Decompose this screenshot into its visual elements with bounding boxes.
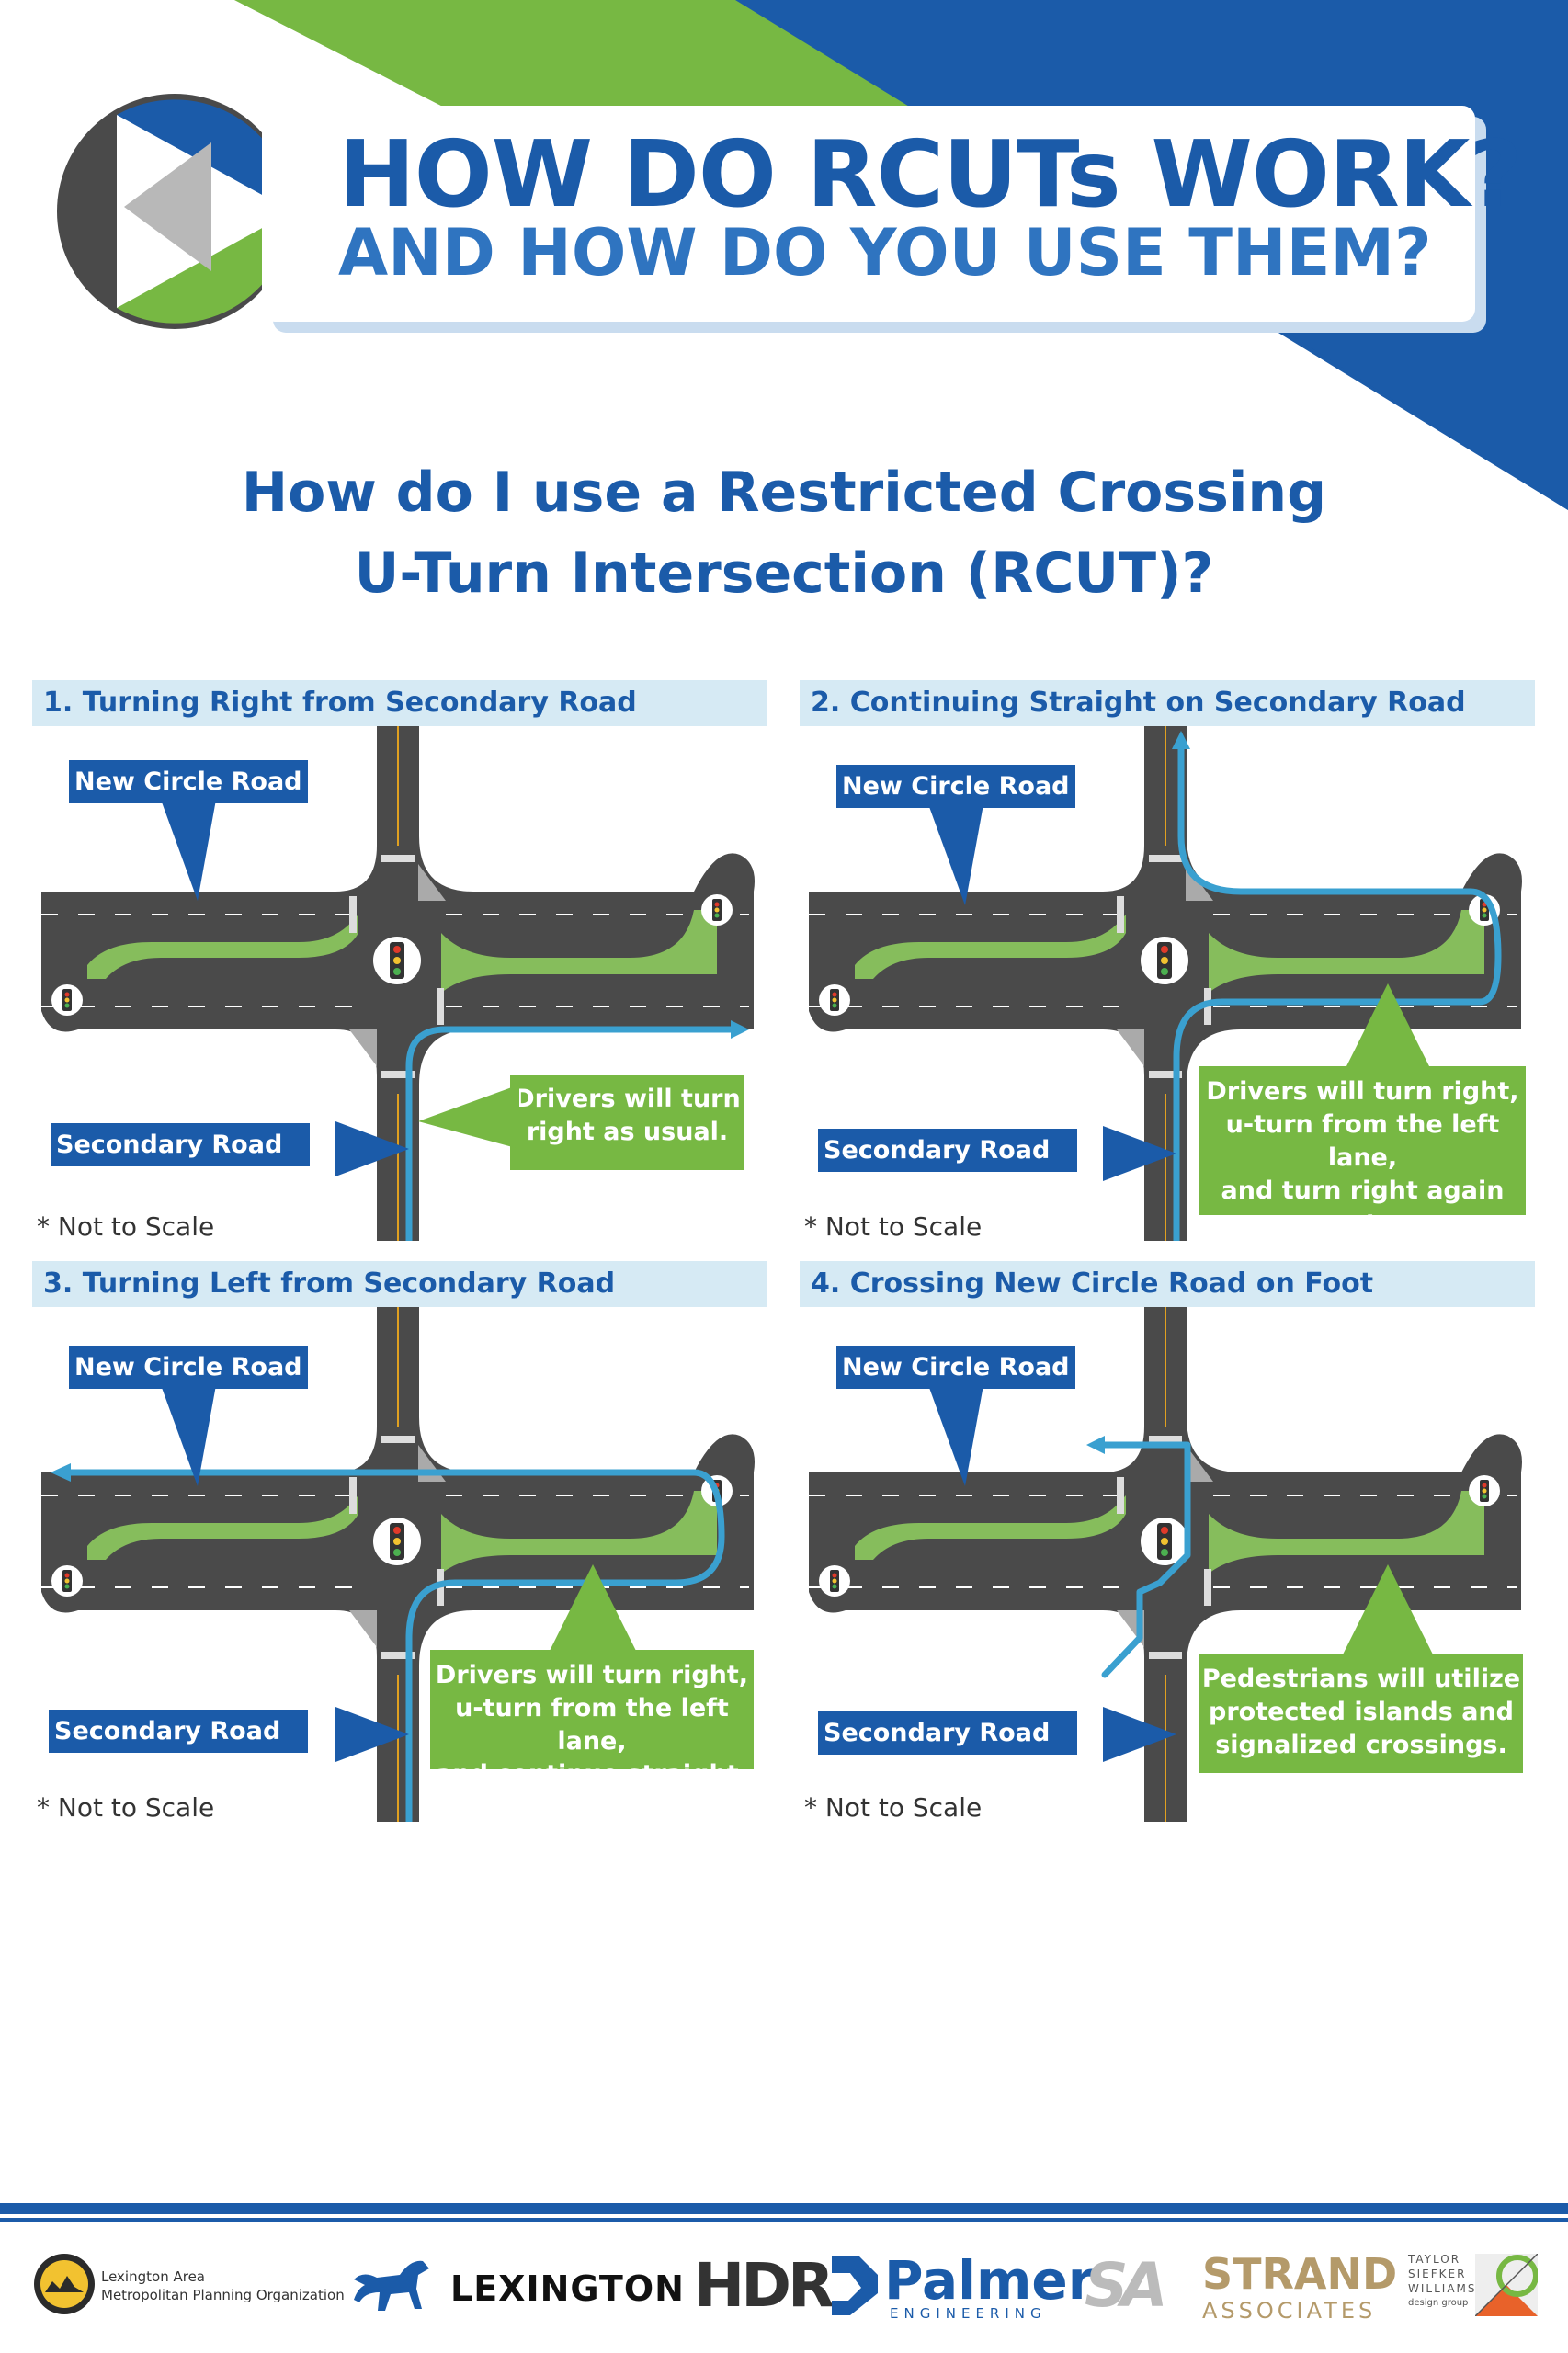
route-arrow bbox=[1173, 741, 1502, 1241]
strand-mark-text: SA bbox=[1085, 2250, 1168, 2321]
median-right bbox=[441, 1491, 717, 1574]
intersection-diagram bbox=[809, 1307, 1522, 1822]
section-heading-line1: How do I use a Restricted Crossing bbox=[241, 460, 1327, 525]
route-arrow bbox=[65, 1469, 725, 1822]
route-arrow bbox=[1099, 1441, 1191, 1678]
callout-box: Drivers will turn right,u-turn from the … bbox=[1199, 1066, 1526, 1271]
palmer-sub-text: ENGINEERING bbox=[890, 2305, 1047, 2322]
side-road-label: Secondary Road bbox=[49, 1710, 309, 1753]
play-logo-icon bbox=[57, 94, 292, 329]
side-road-label: Secondary Road bbox=[818, 1129, 1078, 1172]
median-left bbox=[87, 915, 358, 979]
traffic-signal-icon bbox=[373, 937, 421, 984]
median-left bbox=[855, 915, 1126, 979]
strand-sub-text: ASSOCIATES bbox=[1202, 2298, 1377, 2324]
traffic-signal-icon bbox=[373, 1518, 421, 1565]
not-to-scale-note: * Not to Scale bbox=[37, 1211, 215, 1242]
panel-header bbox=[800, 680, 1535, 726]
median-right bbox=[1209, 1491, 1484, 1574]
median-left bbox=[855, 1495, 1126, 1560]
main-road-label: New Circle Road bbox=[836, 765, 1075, 808]
not-to-scale-note: * Not to Scale bbox=[804, 1792, 983, 1823]
panel-title: 4. Crossing New Circle Road on Foot bbox=[811, 1267, 1374, 1300]
panel-turning-right: 1. Turning Right from Secondary Road bbox=[32, 680, 767, 1242]
hdr-logo-text: HDR bbox=[694, 2250, 835, 2321]
intersection-diagram bbox=[41, 1307, 755, 1822]
panel-header bbox=[32, 680, 767, 726]
palmer-logo-text: Palmer bbox=[884, 2249, 1095, 2312]
tsw-mark-icon bbox=[1475, 2254, 1538, 2316]
intersection-diagram bbox=[809, 726, 1522, 1241]
title-card bbox=[262, 106, 1475, 322]
strand-logo-text: STRAND bbox=[1202, 2249, 1398, 2299]
not-to-scale-note: * Not to Scale bbox=[37, 1792, 215, 1823]
panel-header bbox=[32, 1261, 767, 1307]
main-road-label: New Circle Road bbox=[836, 1346, 1075, 1389]
panel-title: 3. Turning Left from Secondary Road bbox=[43, 1267, 616, 1300]
side-road-label: Secondary Road bbox=[51, 1123, 311, 1166]
traffic-signal-icon bbox=[51, 984, 83, 1016]
mpo-name-line2: Metropolitan Planning Organization bbox=[101, 2287, 345, 2303]
section-heading-line2: U-Turn Intersection (RCUT)? bbox=[354, 541, 1214, 606]
side-road-label: Secondary Road bbox=[818, 1711, 1078, 1755]
footer-divider bbox=[0, 2203, 1568, 2214]
median-right bbox=[1209, 910, 1484, 993]
panel-header bbox=[800, 1261, 1535, 1307]
median-right bbox=[441, 910, 717, 993]
lexington-logo-text: LEXINGTON bbox=[450, 2268, 685, 2309]
not-to-scale-note: * Not to Scale bbox=[804, 1211, 983, 1242]
median-left bbox=[87, 1495, 358, 1560]
route-arrowhead bbox=[1086, 1436, 1105, 1454]
traffic-signal-icon bbox=[1141, 937, 1188, 984]
route-arrowhead bbox=[1172, 731, 1190, 749]
mpo-name-line1: Lexington Area bbox=[101, 2268, 205, 2285]
horse-icon bbox=[354, 2260, 429, 2311]
panel-continuing-straight: 2. Continuing Straight on Secondary Road bbox=[800, 680, 1535, 1271]
intersection-diagram bbox=[41, 726, 755, 1241]
callout-box: Drivers will turn right,u-turn from the … bbox=[430, 1650, 754, 1789]
panel-title: 1. Turning Right from Secondary Road bbox=[43, 687, 637, 719]
main-road-label: New Circle Road bbox=[69, 1346, 308, 1389]
traffic-signal-icon bbox=[1469, 1475, 1500, 1506]
traffic-signal-icon bbox=[819, 984, 850, 1016]
traffic-signal-icon bbox=[819, 1565, 850, 1597]
panel-turning-left: 3. Turning Left from Secondary Road bbox=[32, 1261, 767, 1823]
traffic-signal-icon bbox=[701, 894, 733, 926]
route-arrowhead bbox=[51, 1463, 71, 1482]
main-road-label: New Circle Road bbox=[69, 760, 308, 803]
page-subtitle: AND HOW DO YOU USE THEM? bbox=[338, 215, 1432, 290]
traffic-signal-icon bbox=[51, 1565, 83, 1597]
route-arrow bbox=[405, 1026, 734, 1241]
palmer-mark-icon bbox=[832, 2256, 878, 2315]
route-arrowhead bbox=[731, 1020, 749, 1039]
footer-divider-thin bbox=[0, 2218, 1568, 2222]
page-title: HOW DO RCUTs WORK? bbox=[338, 120, 1522, 228]
mpo-seal-icon bbox=[34, 2254, 95, 2314]
traffic-signal-icon bbox=[1141, 1518, 1188, 1565]
panel-title: 2. Continuing Straight on Secondary Road bbox=[811, 687, 1466, 719]
panel-crossing-on-foot: 4. Crossing New Circle Road on Foot bbox=[800, 1261, 1535, 1823]
